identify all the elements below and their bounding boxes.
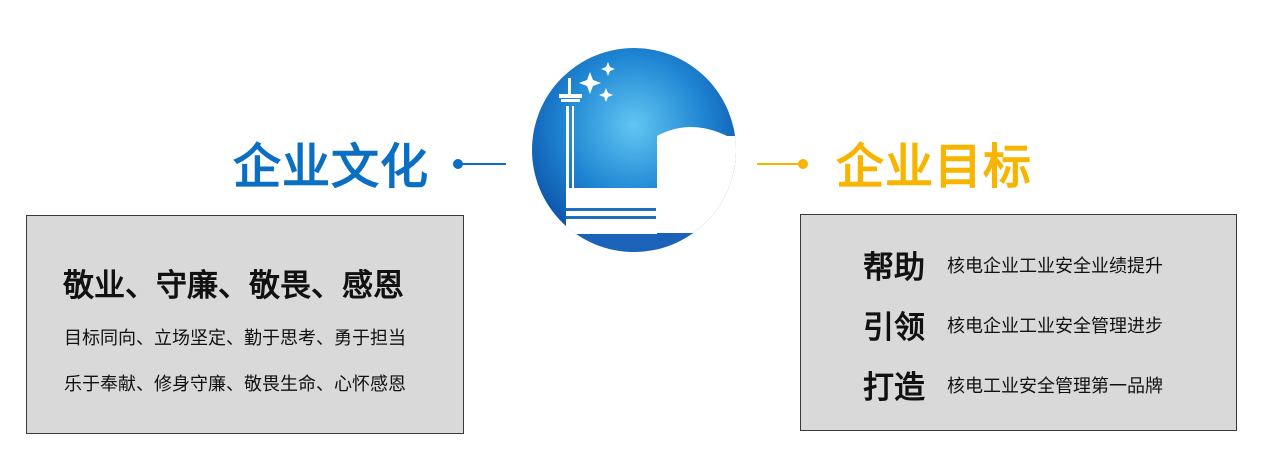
goal-description: 核电企业工业安全管理进步 [947,316,1163,337]
goal-description: 核电企业工业安全业绩提升 [947,256,1163,277]
goal-verb: 帮助 [863,250,925,286]
culture-connector-line [460,163,506,165]
goal-description: 核电工业安全管理第一品牌 [947,376,1163,397]
culture-values: 敬业、守廉、敬畏、感恩 [63,268,404,304]
culture-heading: 企业文化 [233,139,430,195]
nuclear-plant-emblem-icon [532,48,736,252]
goal-verb: 打造 [863,370,925,406]
goal-heading: 企业目标 [836,139,1033,195]
culture-line: 目标同向、立场坚定、勤于思考、勇于担当 [64,328,406,349]
goal-panel: 帮助 核电企业工业安全业绩提升 引领 核电企业工业安全管理进步 打造 核电工业安… [800,214,1237,431]
goal-connector-dot [798,159,808,169]
culture-panel: 敬业、守廉、敬畏、感恩 目标同向、立场坚定、勤于思考、勇于担当 乐于奉献、修身守… [26,215,464,434]
goal-connector-line [757,163,803,165]
culture-line: 乐于奉献、修身守廉、敬畏生命、心怀感恩 [64,374,406,395]
culture-connector-dot [453,159,463,169]
goal-verb: 引领 [863,310,925,346]
